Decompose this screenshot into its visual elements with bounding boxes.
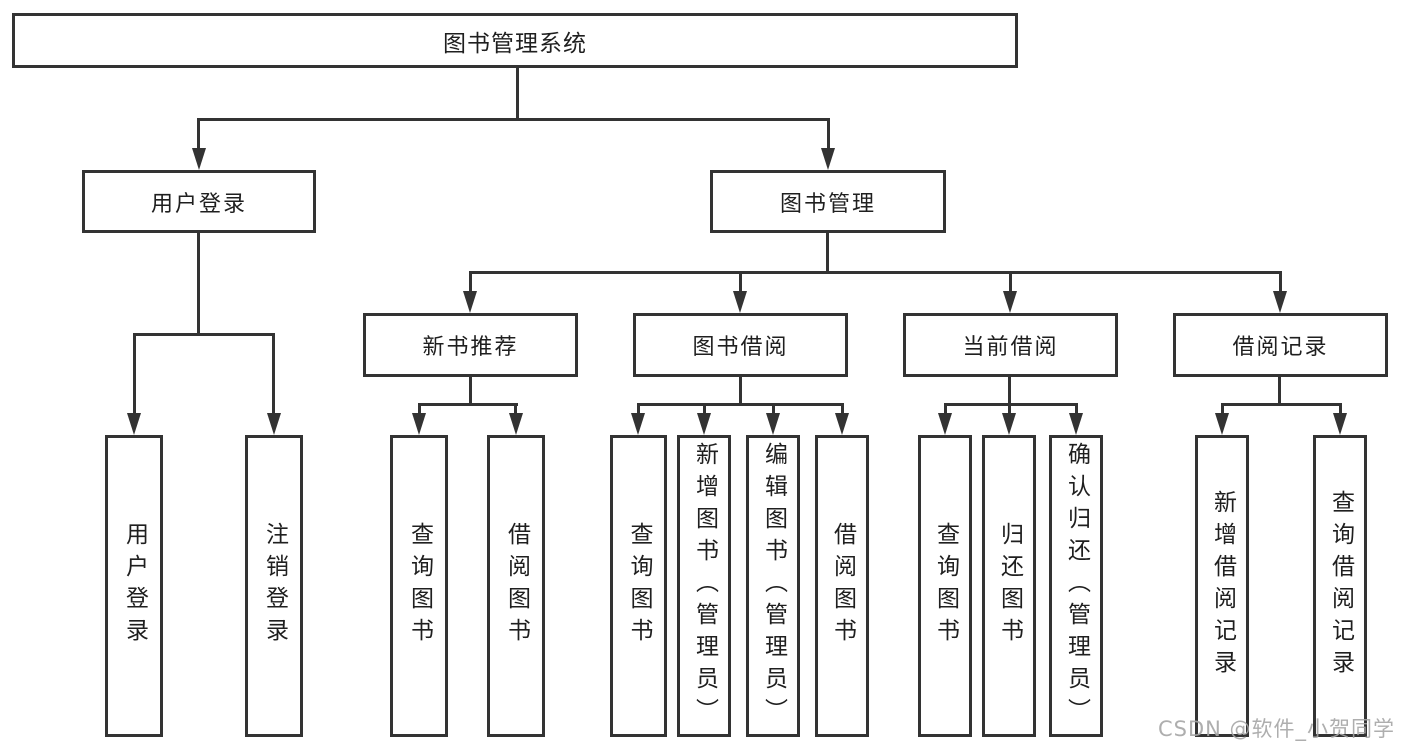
connector-stem (826, 233, 829, 273)
node-current-borrowing-label: 当前借阅 (962, 335, 1059, 360)
arrow-down-icon (1273, 291, 1287, 313)
node-new-book-recommend-label: 新书推荐 (422, 335, 519, 360)
connector-drop (1279, 271, 1282, 293)
leaf-current-query-books-label: 查询图书 (932, 522, 959, 650)
leaf-borrowing-query-books-label: 查询图书 (626, 522, 652, 650)
leaf-current-confirm-return-admin: 确认归还（管理员） (1049, 435, 1103, 737)
node-book-management-label: 图书管理 (779, 191, 876, 217)
leaf-borrowing-edit-books-admin: 编辑图书（管理员） (746, 435, 800, 737)
arrow-down-icon (509, 413, 523, 435)
connector-drop (1221, 403, 1224, 415)
connector-bar (1221, 403, 1342, 406)
connector-stem (739, 377, 742, 406)
leaf-current-return-books: 归还图书 (982, 435, 1036, 737)
node-borrowing-records-label: 借阅记录 (1232, 335, 1329, 360)
connector-drop (1339, 403, 1342, 415)
connector-drop (469, 271, 472, 293)
connector-drop (197, 118, 200, 152)
arrow-down-icon (1215, 413, 1229, 435)
node-root: 图书管理系统 (12, 13, 1018, 68)
connector-root-stem (516, 68, 519, 121)
leaf-logout: 注销登录 (245, 435, 303, 737)
arrow-down-icon (463, 291, 477, 313)
leaf-records-add-record: 新增借阅记录 (1195, 435, 1249, 737)
leaf-recommend-borrow-books: 借阅图书 (487, 435, 545, 737)
arrow-down-icon (821, 148, 835, 170)
arrow-down-icon (1002, 413, 1016, 435)
arrow-down-icon (835, 413, 849, 435)
connector-bar (944, 403, 1078, 406)
connector-drop (1009, 271, 1012, 293)
connector-drop (133, 333, 136, 415)
leaf-records-query-record: 查询借阅记录 (1313, 435, 1367, 737)
leaf-user-login: 用户登录 (105, 435, 163, 737)
arrow-down-icon (938, 413, 952, 435)
leaf-borrowing-query-books: 查询图书 (610, 435, 667, 737)
connector-drop (772, 403, 775, 415)
connector-root-bar (198, 118, 830, 121)
leaf-borrowing-add-books-admin: 新增图书（管理员） (677, 435, 731, 737)
connector-drop (841, 403, 844, 415)
connector-drop (1075, 403, 1078, 415)
leaf-records-add-record-label: 新增借阅记录 (1209, 490, 1236, 682)
connector-drop (418, 403, 421, 415)
connector-drop (272, 333, 275, 415)
leaf-recommend-query-books-label: 查询图书 (406, 522, 433, 650)
leaf-recommend-borrow-books-label: 借阅图书 (503, 522, 530, 650)
arrow-down-icon (766, 413, 780, 435)
leaf-borrowing-add-books-admin-label: 新增图书（管理员） (691, 442, 718, 730)
arrow-down-icon (192, 148, 206, 170)
connector-bar (469, 271, 1281, 274)
node-user-login: 用户登录 (82, 170, 316, 233)
connector-drop (514, 403, 517, 415)
node-current-borrowing: 当前借阅 (903, 313, 1118, 377)
leaf-current-return-books-label: 归还图书 (996, 522, 1023, 650)
node-book-borrowing: 图书借阅 (633, 313, 848, 377)
node-borrowing-records: 借阅记录 (1173, 313, 1388, 377)
arrow-down-icon (127, 413, 141, 435)
leaf-records-query-record-label: 查询借阅记录 (1327, 490, 1354, 682)
leaf-recommend-query-books: 查询图书 (390, 435, 448, 737)
connector-drop (637, 403, 640, 415)
connector-drop (944, 403, 947, 415)
arrow-down-icon (267, 413, 281, 435)
watermark: CSDN @软件_小贺同学 (1158, 717, 1396, 741)
connector-stem (197, 233, 200, 335)
node-book-borrowing-label: 图书借阅 (692, 335, 789, 360)
arrow-down-icon (1069, 413, 1083, 435)
arrow-down-icon (1333, 413, 1347, 435)
leaf-borrowing-borrow-books-label: 借阅图书 (829, 522, 856, 650)
node-user-login-label: 用户登录 (150, 191, 247, 217)
connector-bar (418, 403, 518, 406)
connector-stem (1008, 377, 1011, 406)
leaf-borrowing-edit-books-admin-label: 编辑图书（管理员） (760, 442, 787, 730)
arrow-down-icon (1003, 291, 1017, 313)
node-new-book-recommend: 新书推荐 (363, 313, 578, 377)
connector-bar (133, 333, 275, 336)
connector-drop (827, 118, 830, 152)
connector-drop (739, 271, 742, 293)
arrow-down-icon (412, 413, 426, 435)
connector-stem (1278, 377, 1281, 406)
arrow-down-icon (631, 413, 645, 435)
leaf-user-login-label: 用户登录 (121, 522, 148, 650)
leaf-current-confirm-return-admin-label: 确认归还（管理员） (1063, 442, 1090, 730)
leaf-borrowing-borrow-books: 借阅图书 (815, 435, 869, 737)
connector-drop (703, 403, 706, 415)
node-book-management: 图书管理 (710, 170, 946, 233)
arrow-down-icon (697, 413, 711, 435)
node-root-label: 图书管理系统 (443, 30, 587, 57)
arrow-down-icon (733, 291, 747, 313)
leaf-current-query-books: 查询图书 (918, 435, 972, 737)
connector-bar (637, 403, 844, 406)
connector-stem (469, 377, 472, 406)
leaf-logout-label: 注销登录 (261, 522, 288, 650)
connector-drop (1008, 403, 1011, 415)
